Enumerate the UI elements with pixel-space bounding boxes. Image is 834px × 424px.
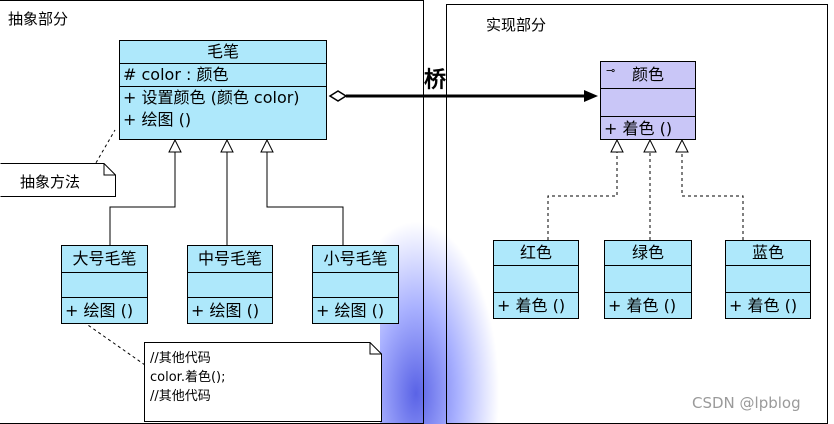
code-note-shape [144, 342, 382, 422]
pen-class-attribute: # color : 颜色 [123, 65, 229, 84]
code-note-text: //其他代码 color.着色(); //其他代码 [150, 349, 225, 406]
abstraction-panel-title: 抽象部分 [8, 10, 69, 28]
pen-class-operations: + 设置颜色 (颜色 color) + 绘图 () [120, 87, 326, 131]
large-pen-class-operation: + 绘图 () [65, 301, 134, 320]
small-pen-class-operations: + 绘图 () [313, 298, 398, 324]
color-interface-attributes [601, 89, 695, 117]
small-pen-class-attributes [313, 273, 398, 298]
green-class-name: 绿色 [605, 241, 691, 266]
green-class-operations: + 着色 () [605, 293, 691, 319]
abstract-method-note[interactable]: 抽象方法 [0, 163, 116, 197]
code-note-line: //其他代码 [150, 389, 211, 404]
small-pen-class-operation: + 绘图 () [316, 301, 385, 320]
red-class-name: 红色 [494, 241, 578, 266]
pen-class-operation: + 设置颜色 (颜色 color) [123, 88, 300, 107]
blue-class[interactable]: 蓝色 + 着色 () [725, 240, 811, 319]
inheritance-line-large [109, 152, 176, 245]
code-note[interactable]: //其他代码 color.着色(); //其他代码 [144, 342, 382, 422]
small-pen-class-name: 小号毛笔 [313, 246, 398, 273]
green-class-operation: + 着色 () [608, 296, 677, 315]
green-class-attributes [605, 266, 691, 293]
blue-class-name: 蓝色 [726, 241, 810, 266]
realization-line-blue [681, 152, 744, 240]
color-interface-name: 颜色 [631, 65, 664, 84]
blue-class-attributes [726, 266, 810, 293]
aggregation-diamond [328, 90, 348, 102]
pen-inheritance-arrowheads [168, 138, 274, 153]
color-realization-arrowheads [610, 138, 689, 153]
background-glow [380, 220, 500, 424]
medium-pen-class-name: 中号毛笔 [188, 246, 272, 273]
color-interface-header: ⊸ 颜色 [601, 62, 695, 89]
blue-class-operation: + 着色 () [729, 296, 798, 315]
abstract-note-connector [92, 129, 116, 169]
interface-icon: ⊸ [606, 64, 616, 77]
realization-line-red [547, 152, 618, 240]
inheritance-line-small [266, 152, 344, 245]
code-note-connector [74, 315, 146, 366]
bridge-label: 桥 [424, 68, 447, 93]
red-class-attributes [494, 266, 578, 293]
large-pen-class-attributes [62, 273, 147, 298]
pen-class-name: 毛笔 [120, 41, 326, 64]
red-class-operation: + 着色 () [497, 296, 566, 315]
pen-class[interactable]: 毛笔 # color : 颜色 + 设置颜色 (颜色 color) + 绘图 (… [119, 40, 327, 140]
medium-pen-class[interactable]: 中号毛笔 + 绘图 () [187, 245, 273, 324]
pen-class-attributes: # color : 颜色 [120, 64, 326, 87]
blue-class-operations: + 着色 () [726, 293, 810, 319]
medium-pen-class-operation: + 绘图 () [191, 301, 260, 320]
code-note-line: //其他代码 [150, 351, 211, 366]
red-class[interactable]: 红色 + 着色 () [493, 240, 579, 319]
watermark: CSDN @lpblog [692, 394, 801, 412]
red-class-operations: + 着色 () [494, 293, 578, 319]
code-note-line: color.着色(); [150, 370, 226, 385]
green-class[interactable]: 绿色 + 着色 () [604, 240, 692, 319]
large-pen-class[interactable]: 大号毛笔 + 绘图 () [61, 245, 148, 324]
implementation-panel-title: 实现部分 [486, 16, 547, 34]
medium-pen-class-attributes [188, 273, 272, 298]
small-pen-class[interactable]: 小号毛笔 + 绘图 () [312, 245, 399, 324]
color-interface-operations: + 着色 () [601, 117, 695, 141]
medium-pen-class-operations: + 绘图 () [188, 298, 272, 324]
large-pen-class-name: 大号毛笔 [62, 246, 147, 273]
large-pen-class-operations: + 绘图 () [62, 298, 147, 324]
note-shape [0, 163, 116, 197]
bridge-arrowhead [584, 90, 598, 102]
color-interface[interactable]: ⊸ 颜色 + 着色 () [600, 61, 696, 140]
abstract-method-note-text: 抽象方法 [20, 173, 81, 191]
pen-class-operation: + 绘图 () [123, 110, 192, 129]
color-interface-operation: + 着色 () [604, 119, 673, 138]
color-realization-lines [547, 152, 744, 240]
pen-inheritance-lines [109, 152, 344, 245]
